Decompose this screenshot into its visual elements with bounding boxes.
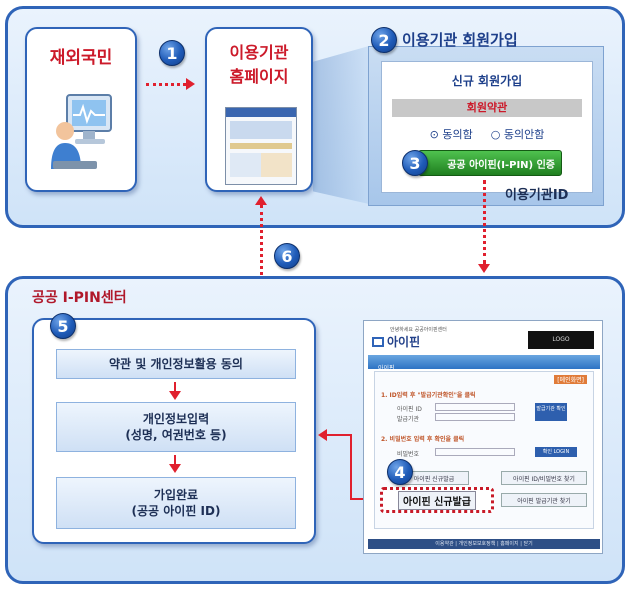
agree-label: 동의함	[442, 128, 473, 141]
center-to-site-arrowhead	[255, 196, 267, 205]
ipin-issuer-input[interactable]	[435, 413, 515, 421]
citizen-label: 재외국민	[49, 48, 113, 68]
step-3-badge: 3	[402, 150, 428, 176]
ipin-find-agency[interactable]: 아이핀 발급기관 찾기	[501, 493, 587, 507]
citizen-to-site-arrow	[146, 83, 186, 86]
ipin-to-steps-arrowhead	[318, 429, 327, 441]
ipin-login-button[interactable]: 확인 LOGIN	[535, 447, 577, 457]
ipin-issuer-label: 발급기관	[397, 416, 420, 423]
ipin-step1-text: 1. ID입력 후 "발급기관확인"을 클릭	[381, 392, 476, 399]
ipin-to-steps-arrow-top	[326, 434, 352, 436]
step-4-badge: 4	[387, 459, 413, 485]
citizen-card: 재외국민	[25, 27, 137, 192]
center-to-site-arrow	[260, 205, 263, 275]
ipin-id-label: 아이핀 ID	[397, 406, 422, 413]
ipin-logo: 아이핀	[372, 333, 420, 350]
ipin-auth-button[interactable]: 공공 아이핀(I-PIN) 인증	[418, 150, 562, 176]
ipin-find-id-pw[interactable]: 아이핀 ID/비밀번호 찾기	[501, 471, 587, 485]
center-title: 공공 I-PIN센터	[32, 290, 127, 306]
agree-row: ⊙ 동의함 ○ 동의안함	[382, 126, 592, 142]
step-6-badge: 6	[274, 243, 300, 269]
step-info-box: 개인정보입력 (성명, 여권번호 등)	[56, 402, 296, 452]
step-1-badge: 1	[159, 40, 185, 66]
disagree-radio[interactable]: ○ 동의안함	[490, 128, 545, 141]
ipin-new-issue-label: 아이핀 신규발급	[398, 490, 476, 510]
ipin-main-link[interactable]: [메인화면]	[554, 375, 587, 384]
ipin-password-label: 비밀번호	[397, 451, 420, 458]
arrow-consent-to-info	[174, 382, 176, 394]
auth-to-ipin-arrowhead	[478, 264, 490, 273]
agency-homepage-card: 이용기관 홈페이지	[205, 27, 313, 192]
step-info-line1: 개인정보입력	[142, 411, 210, 426]
agency-id-label: 이용기관ID	[505, 188, 569, 203]
arrow-consent-to-info-head	[169, 391, 181, 400]
ipin-site-window: 안녕하세요 공공아이핀센터 아이핀 LOGO 아이핀 [메인화면] 1. ID입…	[363, 320, 603, 554]
signup-title: 이용기관 회원가입	[402, 31, 518, 49]
ipin-issuer-button[interactable]: 발급기관 확인	[535, 403, 567, 421]
step-done-box: 가입완료 (공공 아이핀 ID)	[56, 477, 296, 529]
ipin-step2-text: 2. 비밀번호 입력 후 확인을 클릭	[381, 436, 465, 443]
step-consent-text: 약관 및 개인정보활용 동의	[109, 356, 243, 371]
ipin-new-issue-button[interactable]: 아이핀 신규발급	[380, 487, 494, 513]
auth-to-ipin-arrow	[483, 180, 486, 264]
ipin-to-steps-arrow-v	[350, 434, 352, 500]
terms-bar: 회원약관	[392, 99, 582, 117]
ipin-logo-box: LOGO	[528, 331, 594, 349]
ipin-tab-label[interactable]: 아이핀	[378, 365, 395, 372]
arrow-info-to-done	[174, 455, 176, 467]
signup-box: 신규 회원가입 회원약관 ⊙ 동의함 ○ 동의안함	[368, 46, 604, 206]
citizen-computer-icon	[47, 91, 119, 177]
homepage-thumbnail	[225, 107, 297, 185]
ipin-id-input[interactable]	[435, 403, 515, 411]
step-info-line2: (성명, 여권번호 등)	[125, 428, 227, 442]
step-5-badge: 5	[50, 313, 76, 339]
site-label-line1: 이용기관	[229, 43, 289, 62]
ipin-logo-icon	[372, 336, 384, 347]
ipin-tab-bar: 아이핀	[368, 355, 600, 372]
arrow-info-to-done-head	[169, 464, 181, 473]
ipin-header-small: 안녕하세요 공공아이핀센터	[390, 327, 447, 333]
ipin-auth-label: 공공 아이핀(I-PIN) 인증	[447, 159, 555, 171]
ipin-footer: 이용약관 | 개인정보보호정책 | 홈페이지 | 닫기	[368, 539, 600, 549]
ipin-password-input[interactable]	[435, 448, 515, 456]
step-done-line1: 가입완료	[153, 487, 199, 502]
step-consent-box: 약관 및 개인정보활용 동의	[56, 349, 296, 379]
disagree-label: 동의안함	[503, 128, 545, 141]
citizen-to-site-arrowhead	[186, 78, 195, 90]
step-done-line2: (공공 아이핀 ID)	[131, 504, 221, 518]
agree-radio[interactable]: ⊙ 동의함	[429, 128, 473, 141]
step-2-badge: 2	[371, 27, 397, 53]
projection-beam	[313, 46, 369, 204]
site-label-line2: 홈페이지	[229, 67, 289, 86]
ipin-logo-text: 아이핀	[387, 335, 421, 349]
new-signup-title: 신규 회원가입	[451, 74, 523, 88]
